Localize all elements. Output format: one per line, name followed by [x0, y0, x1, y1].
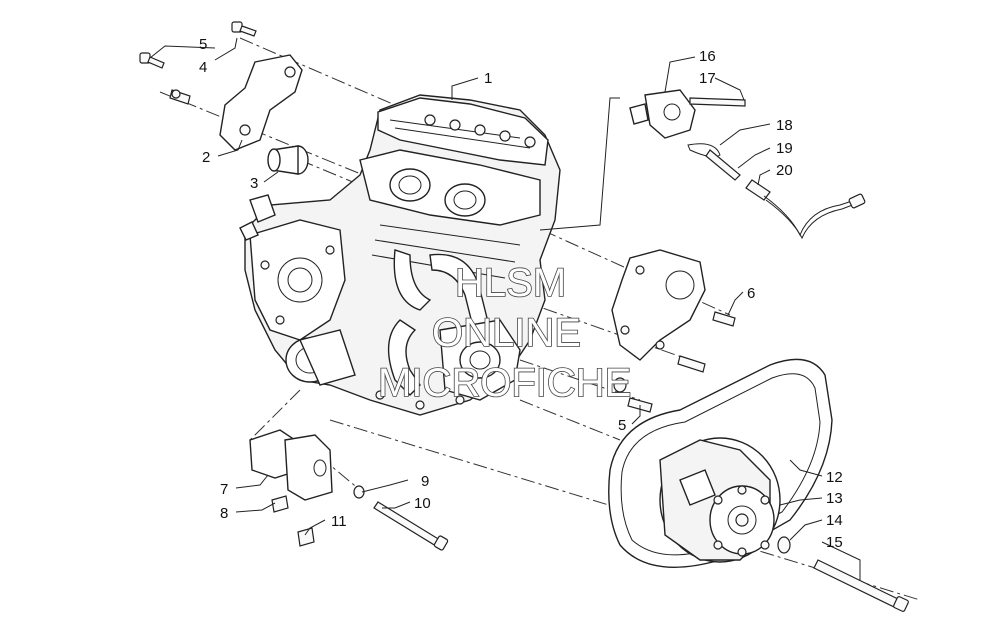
long-bolt-10 — [353, 485, 449, 551]
callout-3: 3 — [250, 175, 258, 192]
mount-plate — [611, 249, 736, 373]
lower-engine-mount — [249, 429, 333, 547]
callout-11: 11 — [331, 513, 347, 530]
callout-9: 9 — [421, 473, 429, 490]
callout-4: 4 — [199, 59, 207, 76]
callout-15: 15 — [826, 534, 843, 551]
callout-2: 2 — [202, 149, 210, 166]
callout-10: 10 — [414, 495, 431, 512]
callout-6: 6 — [747, 285, 755, 302]
callout-20: 20 — [776, 162, 793, 179]
callout-12: 12 — [826, 469, 843, 486]
watermark: HLSM ONLINE MICROFICHE — [377, 260, 632, 406]
mount-damper — [267, 145, 309, 175]
callout-14: 14 — [826, 512, 843, 529]
callout-13: 13 — [826, 490, 843, 507]
top-bolts — [139, 21, 257, 105]
watermark-line-3: MICROFICHE — [378, 361, 631, 405]
callout-1: 1 — [484, 70, 492, 87]
callout-5-lower: 5 — [618, 417, 626, 434]
callout-5-top: 5 — [199, 36, 207, 53]
callout-17: 17 — [699, 70, 716, 87]
callout-19: 19 — [776, 140, 793, 157]
clutch-assembly — [608, 358, 909, 612]
callouts: 1 2 3 4 5 5 6 7 8 9 10 11 12 13 14 15 16… — [199, 36, 843, 551]
watermark-line-1: HLSM — [455, 261, 566, 305]
callout-18: 18 — [776, 117, 793, 134]
callout-16: 16 — [699, 48, 716, 65]
sensor-assembly — [539, 89, 866, 240]
watermark-line-2: ONLINE — [432, 311, 581, 355]
engine-mount-bracket — [219, 54, 303, 151]
leader-lines — [149, 37, 861, 580]
callout-7: 7 — [220, 481, 228, 498]
callout-8: 8 — [220, 505, 228, 522]
engine-assembly — [239, 94, 561, 416]
